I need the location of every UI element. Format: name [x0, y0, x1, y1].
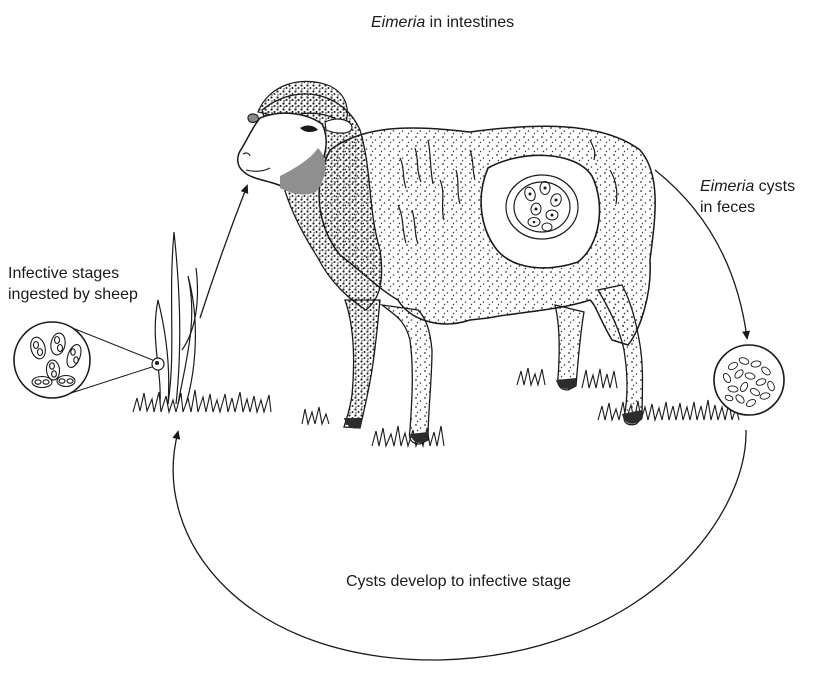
arrow-development: [173, 430, 746, 660]
label-eimeria-cysts-feces: Eimeria cysts in feces: [700, 176, 795, 218]
label-cysts-text: cysts: [754, 178, 795, 195]
intestine-cross-section-icon: [481, 155, 599, 268]
sheep-front-leg-right: [382, 305, 432, 444]
sheep-hind-leg-left: [555, 305, 584, 390]
label-cysts-develop: Cysts develop to infective stage: [346, 571, 571, 592]
label-eimeria-intestines: Eimeria in intestines: [371, 12, 514, 33]
label-in-feces: in feces: [700, 197, 795, 218]
grass-left: [133, 390, 271, 412]
grass-blade-icon: [155, 232, 197, 404]
label-eimeria-italic: Eimeria: [371, 14, 425, 31]
label-ingested-by-sheep: ingested by sheep: [8, 284, 138, 305]
grass-right: [598, 400, 739, 420]
arrow-ingestion: [200, 186, 247, 318]
infective-oocysts-icon: [14, 322, 90, 398]
feces-cysts-icon: [714, 345, 784, 415]
sheep-illustration-icon: [238, 81, 655, 444]
label-intestines-text: in intestines: [425, 14, 514, 31]
sheep-front-leg-left: [344, 300, 380, 428]
label-eimeria-italic-2: Eimeria: [700, 178, 754, 195]
label-infective-stages-ingested: Infective stages ingested by sheep: [8, 263, 138, 305]
label-infective-stages: Infective stages: [8, 263, 138, 284]
